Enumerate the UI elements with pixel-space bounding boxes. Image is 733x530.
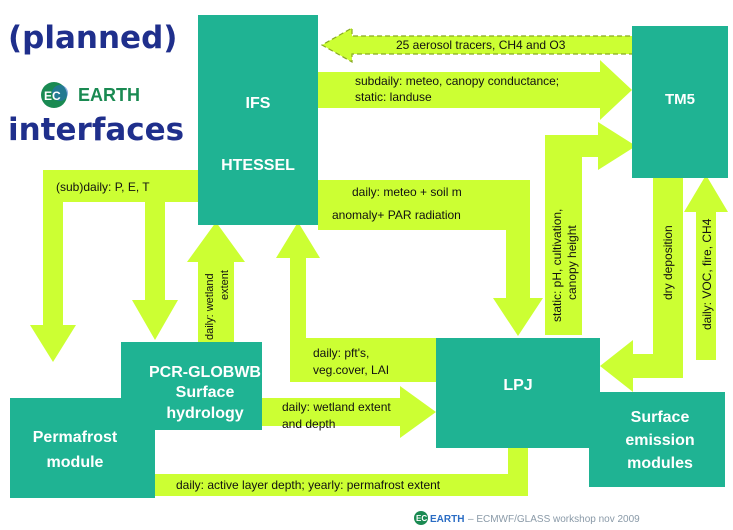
svg-text:EC: EC	[44, 89, 61, 103]
label-wetland-h-1: daily: wetland extent	[282, 400, 391, 414]
arrow-static-ph	[545, 122, 636, 335]
arrow-dry-deposition	[600, 178, 683, 392]
title-planned: (planned)	[8, 20, 178, 56]
label-meteo-1: daily: meteo + soil m	[352, 185, 462, 199]
label-voc: daily: VOC, fire, CH4	[700, 218, 714, 330]
earth-logo-icon: EC	[41, 82, 68, 108]
footer-logo-ec: EC	[416, 514, 427, 523]
box-tm5	[632, 26, 728, 178]
arrow-wetland-to-ifs	[187, 222, 245, 342]
arrow-pfts	[276, 222, 436, 382]
label-meteo-2: anomaly+ PAR radiation	[332, 208, 461, 222]
label-surface-line1: Surface	[631, 409, 690, 426]
title-logo: EC EARTH	[40, 80, 140, 110]
label-pcr-line2: Surface	[176, 384, 235, 401]
arrow-subdaily-meteo	[318, 60, 632, 120]
label-permafrost-line1: Permafrost	[33, 429, 118, 446]
label-active-layer: daily: active layer depth; yearly: perma…	[176, 478, 441, 492]
footer-logo-text: EARTH	[430, 514, 464, 525]
label-dry-deposition: dry deposition	[661, 225, 675, 300]
label-aerosol: 25 aerosol tracers, CH4 and O3	[396, 38, 566, 52]
label-surface-line3: modules	[627, 455, 693, 472]
footer-logo-icon	[414, 511, 428, 525]
arrow-meteo-soil	[318, 180, 543, 336]
label-wetland-h-2: and depth	[282, 417, 335, 431]
label-pcr-line1: PCR-GLOBWB	[149, 364, 261, 381]
arrow-pet	[30, 170, 198, 362]
label-permafrost-line2: module	[47, 454, 104, 471]
arrow-wetland-to-lpj	[262, 386, 436, 438]
title-interfaces: interfaces	[8, 112, 185, 148]
label-htessel: HTESSEL	[221, 157, 295, 174]
arrow-voc	[684, 175, 728, 360]
arrow-aerosol-tracers	[320, 26, 641, 64]
footer: EC EARTH – ECMWF/GLASS workshop nov 2009	[414, 511, 640, 525]
label-pfts-2: veg.cover, LAI	[313, 363, 389, 377]
label-surface-line2: emission	[625, 432, 694, 449]
label-lpj: LPJ	[503, 377, 532, 394]
label-pet: (sub)daily: P, E, T	[56, 180, 150, 194]
label-ifs: IFS	[246, 95, 271, 112]
box-lpj	[436, 338, 600, 448]
label-subdaily-2: static: landuse	[355, 90, 432, 104]
title-logo-text: EARTH	[78, 84, 140, 105]
label-tm5: TM5	[665, 91, 695, 108]
arrow-active-layer	[155, 412, 539, 496]
label-static-ph-1: static: pH, cultivation,	[550, 209, 564, 322]
footer-text: – ECMWF/GLASS workshop nov 2009	[468, 514, 640, 525]
label-static-ph-2: canopy height	[565, 225, 579, 300]
box-permafrost	[10, 398, 155, 498]
label-pfts-1: daily: pft's,	[313, 346, 369, 360]
box-surface-emission	[589, 392, 725, 487]
box-ifs-htessel	[198, 15, 318, 225]
label-wetland-v-1: daily: wetland	[204, 273, 216, 340]
label-wetland-v-2: extent	[219, 270, 231, 300]
label-pcr-line3: hydrology	[166, 405, 243, 422]
label-subdaily-1: subdaily: meteo, canopy conductance;	[355, 74, 559, 88]
